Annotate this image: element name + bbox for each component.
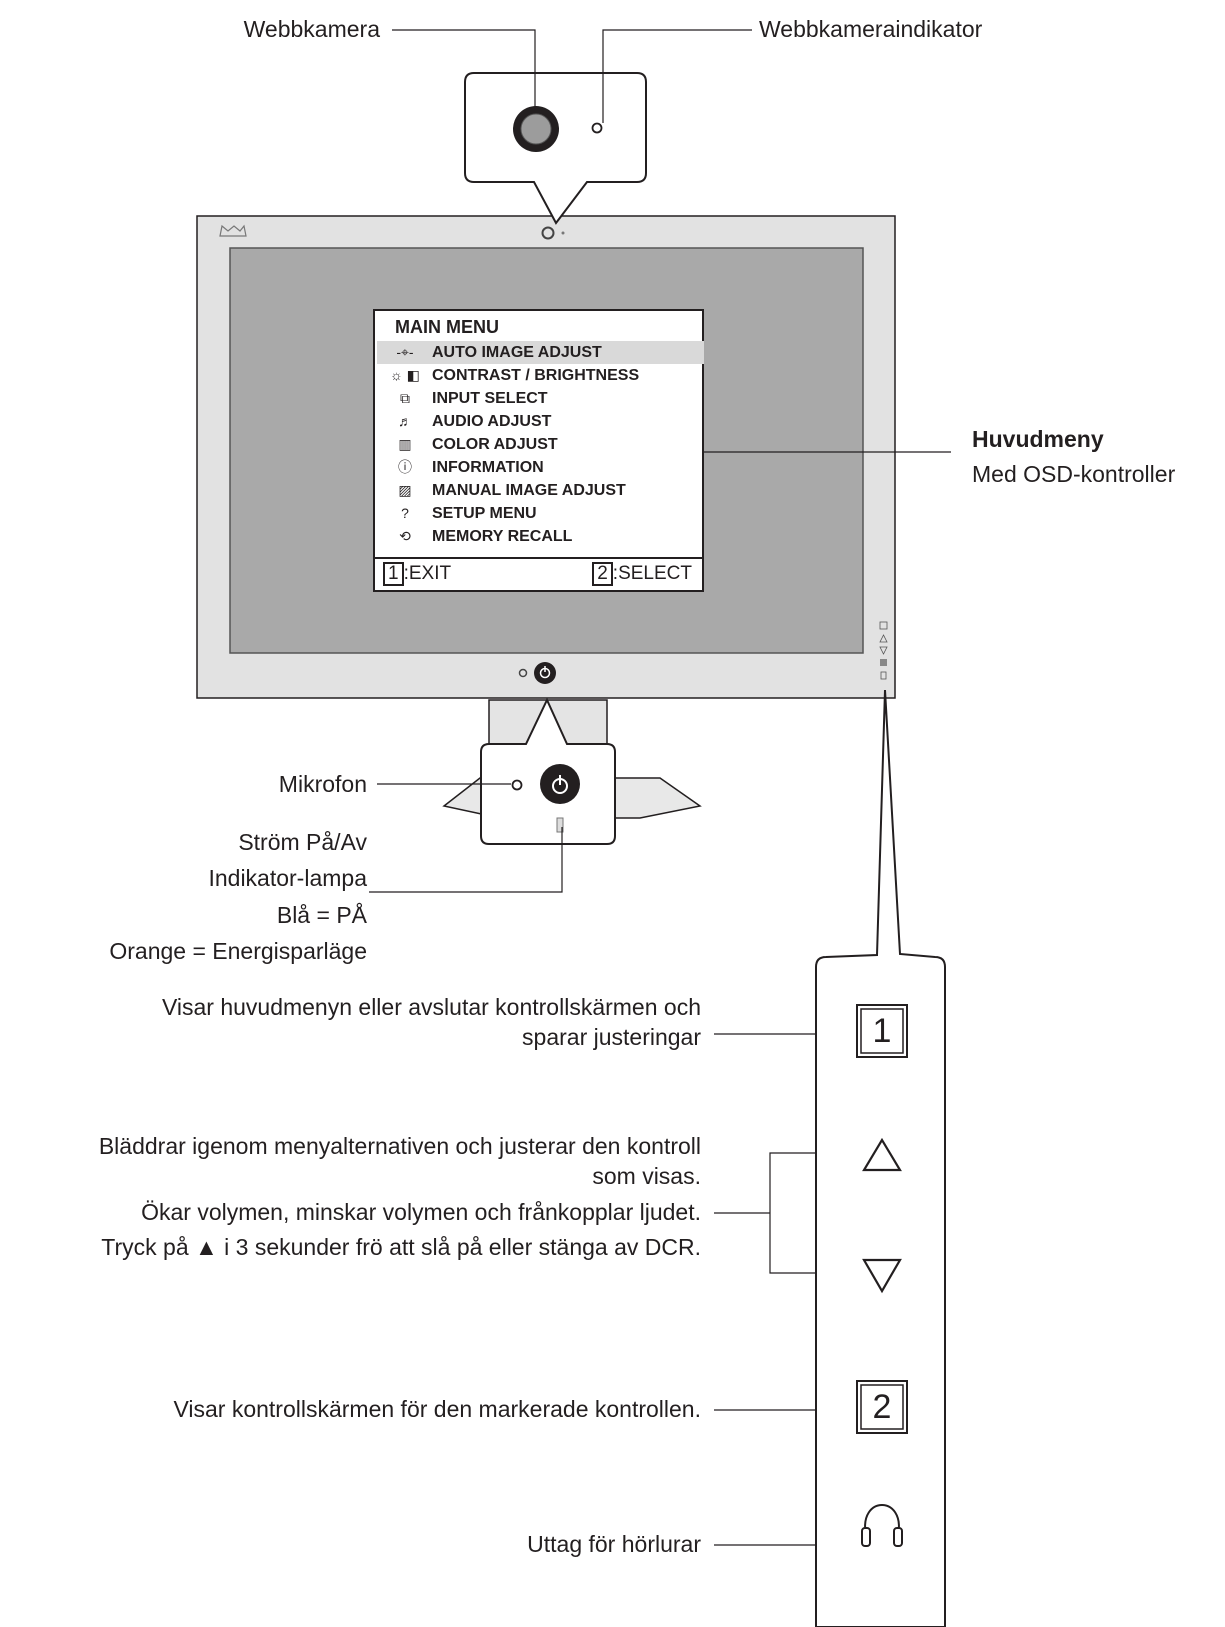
manual-adjust-icon: ▨ xyxy=(398,482,412,498)
osd-item-input-select[interactable]: ⧉ INPUT SELECT xyxy=(377,387,704,410)
osd-select-hint: 2:SELECT xyxy=(592,561,692,587)
leader-lines xyxy=(369,29,951,1546)
label-webcam: Webbkamera xyxy=(243,16,380,42)
label-power-4: Orange = Energisparläge xyxy=(109,938,367,964)
label-webcam-indicator: Webbkameraindikator xyxy=(759,16,983,42)
color-icon: ▥ xyxy=(398,436,412,452)
button-1[interactable] xyxy=(856,1004,908,1058)
osd-title: MAIN MENU xyxy=(395,317,499,337)
osd-select-label: :SELECT xyxy=(612,563,692,584)
bezel-webcam-icon xyxy=(541,226,555,240)
bezel-webcam-led-icon xyxy=(561,231,565,235)
label-button1-line1: Visar huvudmenyn eller avslutar kontroll… xyxy=(161,994,701,1020)
label-arrows-line4: Tryck på ▲ i 3 sekunder frö att slå på e… xyxy=(101,1234,701,1260)
webcam-indicator-led-icon xyxy=(591,122,603,134)
up-button-icon[interactable] xyxy=(862,1137,902,1172)
bezel-side-headphone-jack xyxy=(880,671,887,680)
label-main-menu-title: Huvudmeny xyxy=(972,426,1104,452)
label-headphones: Uttag för hörlurar xyxy=(527,1531,701,1557)
down-button-icon[interactable] xyxy=(862,1258,902,1294)
osd-item-label: INFORMATION xyxy=(432,459,544,476)
osd-item-label: MANUAL IMAGE ADJUST xyxy=(432,482,626,499)
osd-item-label: INPUT SELECT xyxy=(432,390,548,407)
bezel-side-button-1[interactable] xyxy=(879,621,888,630)
button-2[interactable] xyxy=(856,1380,908,1434)
label-arrows-line3: Ökar volymen, minskar volymen och frånko… xyxy=(141,1199,701,1225)
label-arrows-line1: Bläddrar igenom menyalternativen och jus… xyxy=(98,1133,701,1159)
brand-logo-icon xyxy=(219,224,247,237)
bezel-side-button-up[interactable] xyxy=(879,634,888,643)
bezel-microphone-icon xyxy=(518,668,528,678)
webcam-callout-bubble xyxy=(464,72,647,225)
osd-exit-hint: 1:EXIT xyxy=(383,561,451,587)
osd-exit-key: 1 xyxy=(383,562,404,586)
bezel-side-button-down[interactable] xyxy=(879,646,888,655)
power-indicator-lamp xyxy=(556,817,564,833)
osd-item-color-adjust[interactable]: ▥ COLOR ADJUST xyxy=(377,433,704,456)
audio-icon: ♬ xyxy=(398,413,412,429)
label-microphone: Mikrofon xyxy=(278,771,367,797)
label-power-1: Ström På/Av xyxy=(238,829,367,855)
osd-exit-label: :EXIT xyxy=(403,563,452,584)
osd-footer: 1:EXIT 2:SELECT xyxy=(375,557,702,590)
microphone-icon xyxy=(511,779,523,791)
osd-item-label: MEMORY RECALL xyxy=(432,528,573,545)
osd-item-manual-image-adjust[interactable]: ▨ MANUAL IMAGE ADJUST xyxy=(377,479,704,502)
osd-select-key: 2 xyxy=(592,562,613,586)
osd-item-setup-menu[interactable]: ? SETUP MENU xyxy=(377,502,704,525)
memory-recall-icon: ⟲ xyxy=(399,528,411,544)
osd-item-audio-adjust[interactable]: ♬ AUDIO ADJUST xyxy=(377,410,704,433)
osd-item-label: CONTRAST / BRIGHTNESS xyxy=(432,367,640,384)
contrast-brightness-icon: ☼ ◧ xyxy=(390,367,420,383)
label-power-2: Indikator-lampa xyxy=(208,865,367,891)
osd-main-menu: MAIN MENU -⌖- AUTO IMAGE ADJUST ☼ ◧ CONT… xyxy=(373,309,704,592)
osd-item-contrast-brightness[interactable]: ☼ ◧ CONTRAST / BRIGHTNESS xyxy=(377,364,704,387)
bezel-power-button[interactable] xyxy=(534,662,556,684)
label-main-menu-desc: Med OSD-kontroller xyxy=(972,461,1176,487)
osd-item-label: AUTO IMAGE ADJUST xyxy=(432,344,602,361)
button-2-label: 2 xyxy=(872,1388,892,1426)
input-select-icon: ⧉ xyxy=(400,390,410,406)
osd-item-label: AUDIO ADJUST xyxy=(432,413,552,430)
button-panel-callout xyxy=(815,689,946,1627)
bezel-side-button-2[interactable] xyxy=(880,659,887,666)
setup-icon: ? xyxy=(401,505,409,521)
label-power-3: Blå = PÅ xyxy=(276,902,367,928)
osd-item-memory-recall[interactable]: ⟲ MEMORY RECALL xyxy=(377,525,704,548)
information-icon: ⓘ xyxy=(398,459,412,475)
headphone-jack-icon xyxy=(864,1504,900,1536)
osd-item-label: SETUP MENU xyxy=(432,505,537,522)
osd-item-information[interactable]: ⓘ INFORMATION xyxy=(377,456,704,479)
label-button2: Visar kontrollskärmen för den markerade … xyxy=(173,1396,701,1422)
osd-item-auto-image-adjust[interactable]: -⌖- AUTO IMAGE ADJUST xyxy=(377,341,704,364)
button-1-label: 1 xyxy=(872,1012,892,1050)
label-button1-line2: sparar justeringar xyxy=(522,1024,701,1050)
label-arrows-line2: som visas. xyxy=(592,1163,701,1189)
osd-item-label: COLOR ADJUST xyxy=(432,436,558,453)
auto-adjust-icon: -⌖- xyxy=(396,344,414,360)
